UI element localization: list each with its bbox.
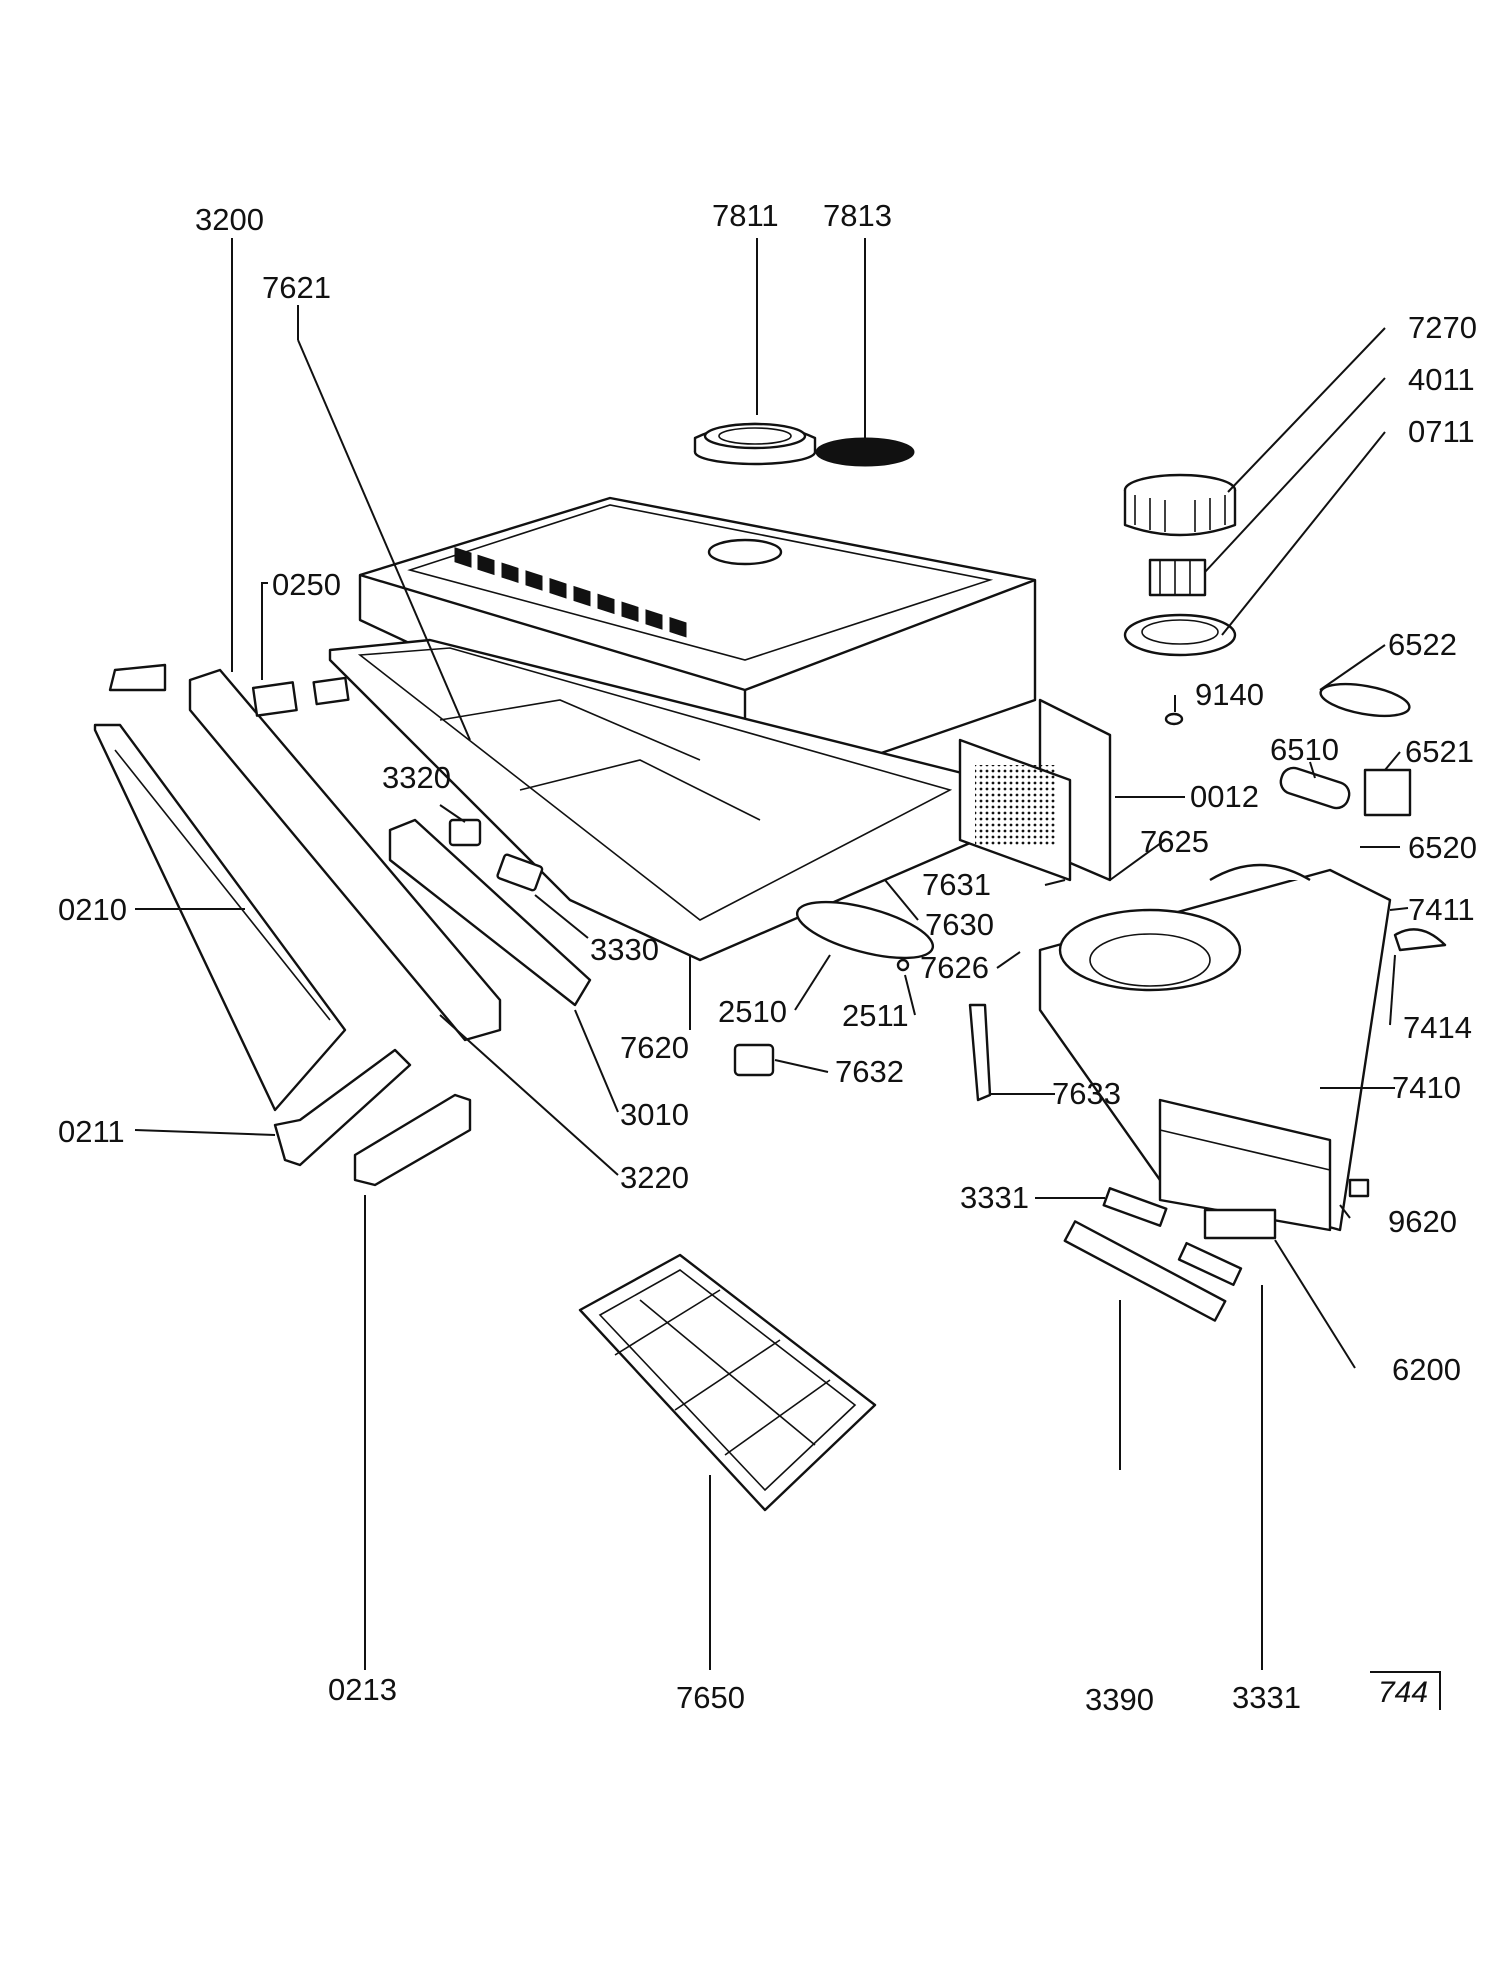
fan-housing-drawing (1038, 863, 1392, 1232)
label-6510: 6510 (1270, 732, 1339, 767)
label-3330: 3330 (590, 932, 659, 967)
label-4011: 4011 (1408, 362, 1475, 397)
label-7632: 7632 (835, 1054, 904, 1089)
part-0211-drawing (273, 1048, 412, 1167)
part-7632-drawing (733, 1043, 775, 1077)
label-7414: 7414 (1403, 1010, 1472, 1045)
label-3331-upper: 3331 (960, 1180, 1029, 1215)
part-7650-drawing (578, 1253, 877, 1512)
part-2511-drawing (896, 958, 910, 972)
part-7633-drawing (968, 1003, 992, 1102)
part-9140-drawing (1164, 712, 1184, 726)
part-0213-drawing (353, 1093, 472, 1187)
part-0250-drawing (251, 681, 298, 717)
label-3390: 3390 (1085, 1682, 1154, 1717)
label-0213: 0213 (328, 1672, 397, 1707)
part-6200-drawing (1203, 1208, 1277, 1240)
part-2510-lamp-cover-drawing (795, 900, 935, 960)
label-7626: 7626 (920, 950, 989, 985)
front-frame-drawing (93, 663, 502, 1112)
label-3320: 3320 (382, 760, 451, 795)
part-0250b-drawing (312, 676, 350, 706)
part-7813-disc-drawing (815, 437, 915, 467)
label-7630: 7630 (925, 907, 994, 942)
part-labels: 3200 7621 7811 7813 7270 4011 0711 0250 … (58, 198, 1477, 1717)
label-7633: 7633 (1052, 1076, 1121, 1111)
label-7650: 7650 (676, 1680, 745, 1715)
label-3331-lower: 3331 (1232, 1680, 1301, 1715)
part-9620-drawing (1348, 1178, 1370, 1198)
part-3331b-drawing (1177, 1241, 1243, 1287)
part-3320-drawing (448, 818, 482, 847)
label-7631: 7631 (922, 867, 991, 902)
part-6510-drawing (1279, 766, 1351, 810)
label-7620: 7620 (620, 1030, 689, 1065)
label-3200: 3200 (195, 202, 264, 237)
side-panel-drawing (958, 698, 1112, 882)
label-6520: 6520 (1408, 830, 1477, 865)
label-0711: 0711 (1408, 414, 1475, 449)
label-7410: 7410 (1392, 1070, 1461, 1105)
page-reference: 744 (1378, 1676, 1428, 1709)
label-7411: 7411 (1408, 892, 1475, 927)
label-7270: 7270 (1408, 310, 1477, 345)
label-0211: 0211 (58, 1114, 125, 1149)
label-7811: 7811 (712, 198, 779, 233)
label-9140: 9140 (1195, 677, 1264, 712)
label-7621: 7621 (262, 270, 331, 305)
label-3010: 3010 (620, 1097, 689, 1132)
label-7813: 7813 (823, 198, 892, 233)
motor-parts-drawing (1123, 473, 1237, 657)
part-3390-drawing (1063, 1220, 1227, 1322)
part-7811-ring-drawing (693, 422, 817, 466)
label-2511: 2511 (842, 998, 909, 1033)
part-3331a-drawing (1102, 1187, 1168, 1227)
part-6521-drawing (1363, 768, 1412, 817)
part-7414-drawing (1393, 928, 1447, 952)
part-3010-drawing (388, 818, 592, 1007)
label-7625: 7625 (1140, 824, 1209, 859)
part-6522-drawing (1319, 682, 1411, 718)
label-6200: 6200 (1392, 1352, 1461, 1387)
label-6522: 6522 (1388, 627, 1457, 662)
label-3220: 3220 (620, 1160, 689, 1195)
label-0012: 0012 (1190, 779, 1259, 814)
label-2510: 2510 (718, 994, 787, 1029)
part-3330-drawing (496, 853, 544, 892)
label-6521: 6521 (1405, 734, 1474, 769)
label-0210: 0210 (58, 892, 127, 927)
label-9620: 9620 (1388, 1204, 1457, 1239)
leader-lines (134, 238, 1441, 1710)
label-0250: 0250 (272, 567, 341, 602)
grease-panel-drawing (328, 638, 1002, 962)
